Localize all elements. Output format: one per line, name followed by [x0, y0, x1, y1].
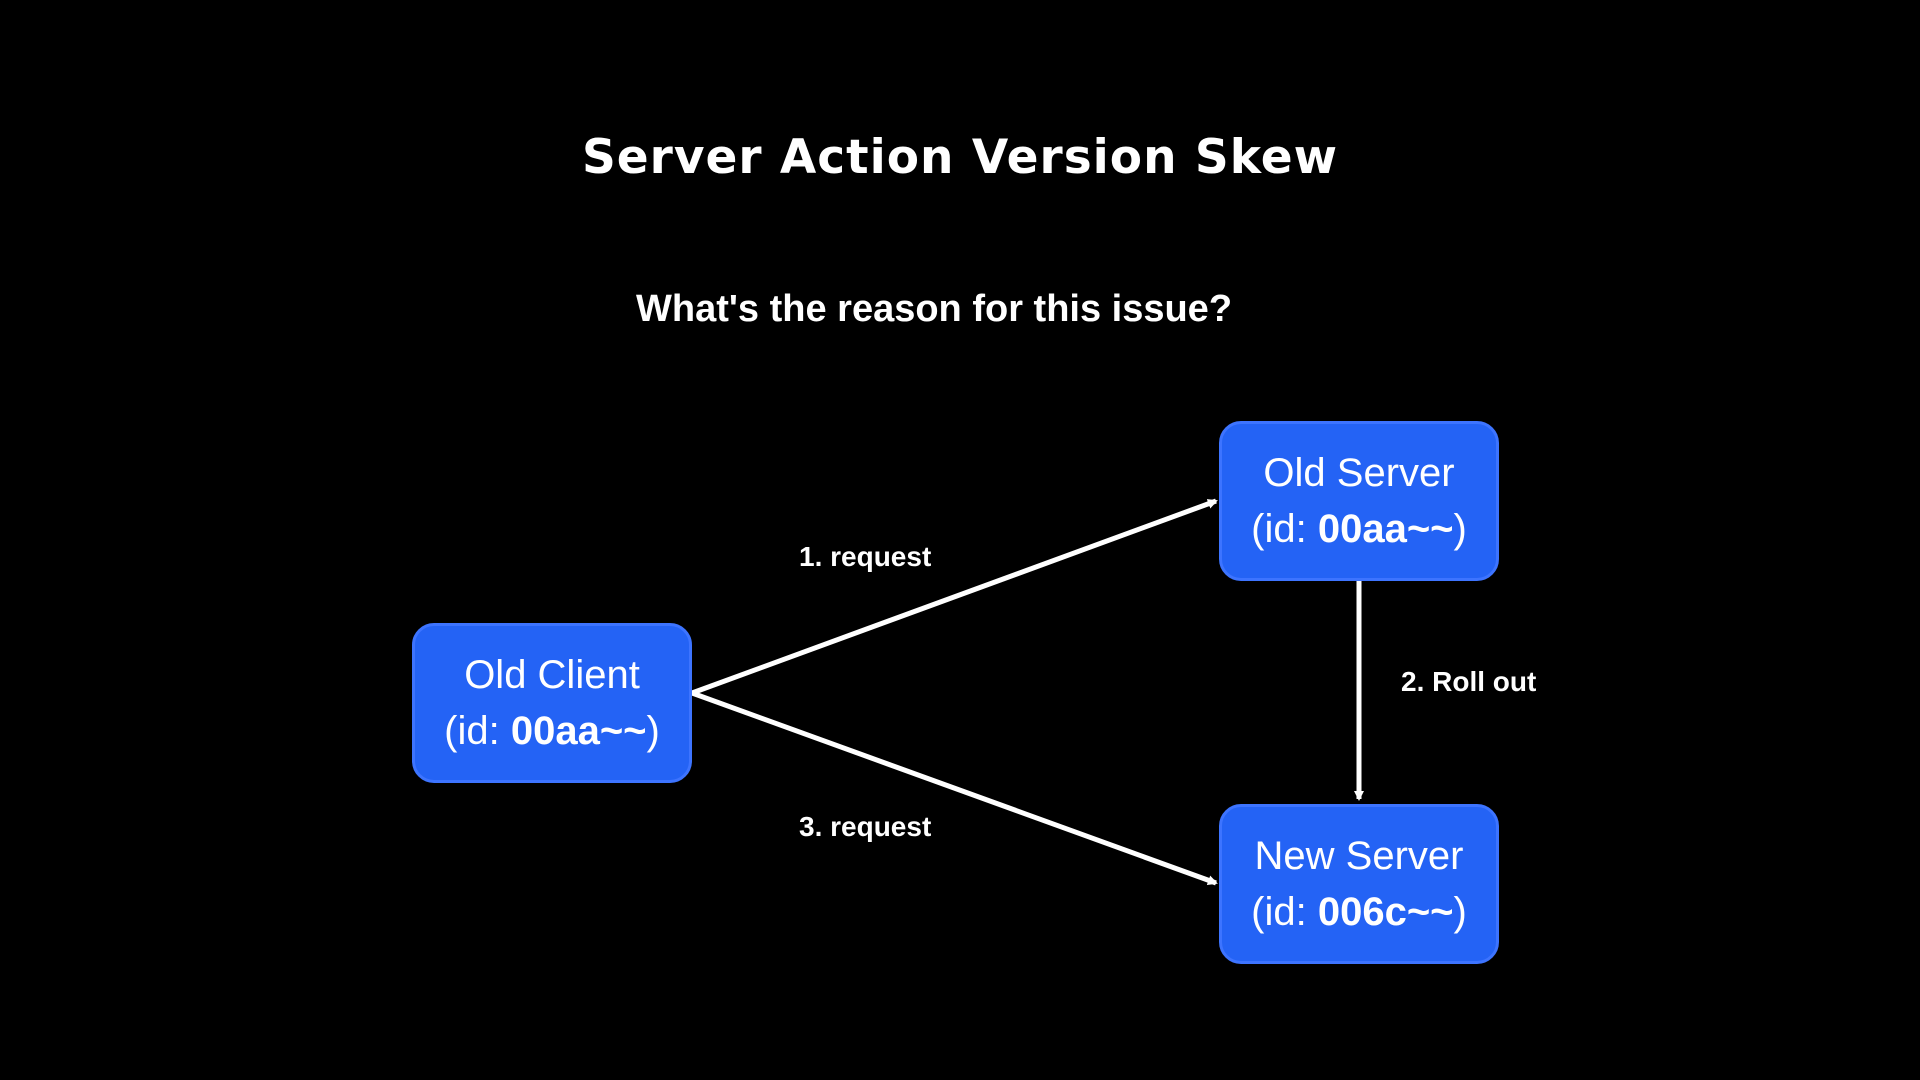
arrow-request-1	[691, 498, 1218, 696]
node-new-server-id: (id: 006c~~)	[1251, 884, 1467, 940]
id-suffix: )	[1453, 507, 1467, 551]
id-value: 00aa~~	[510, 709, 647, 753]
id-value: 006c~~	[1317, 890, 1454, 934]
node-new-server: New Server (id: 006c~~)	[1219, 804, 1499, 964]
node-new-server-name: New Server	[1254, 834, 1464, 878]
id-prefix: (id:	[1251, 890, 1318, 934]
id-suffix: )	[646, 709, 660, 753]
slide-question: What's the reason for this issue?	[636, 288, 1233, 330]
id-prefix: (id:	[1251, 507, 1318, 551]
id-prefix: (id:	[444, 709, 511, 753]
slide-title: Server Action Version Skew	[581, 130, 1339, 185]
node-old-server-name: Old Server	[1263, 451, 1455, 495]
arrow-request-3	[691, 690, 1218, 886]
node-old-client: Old Client (id: 00aa~~)	[412, 623, 692, 783]
edge-label-request-1: 1. request	[799, 541, 932, 572]
node-old-server-id: (id: 00aa~~)	[1251, 501, 1467, 557]
node-old-client-id: (id: 00aa~~)	[444, 703, 660, 759]
id-suffix: )	[1453, 890, 1467, 934]
node-old-server: Old Server (id: 00aa~~)	[1219, 421, 1499, 581]
edge-label-request-3: 3. request	[799, 811, 932, 842]
edge-label-roll-out: 2. Roll out	[1401, 666, 1537, 697]
node-old-client-name: Old Client	[464, 653, 640, 697]
id-value: 00aa~~	[1317, 507, 1454, 551]
